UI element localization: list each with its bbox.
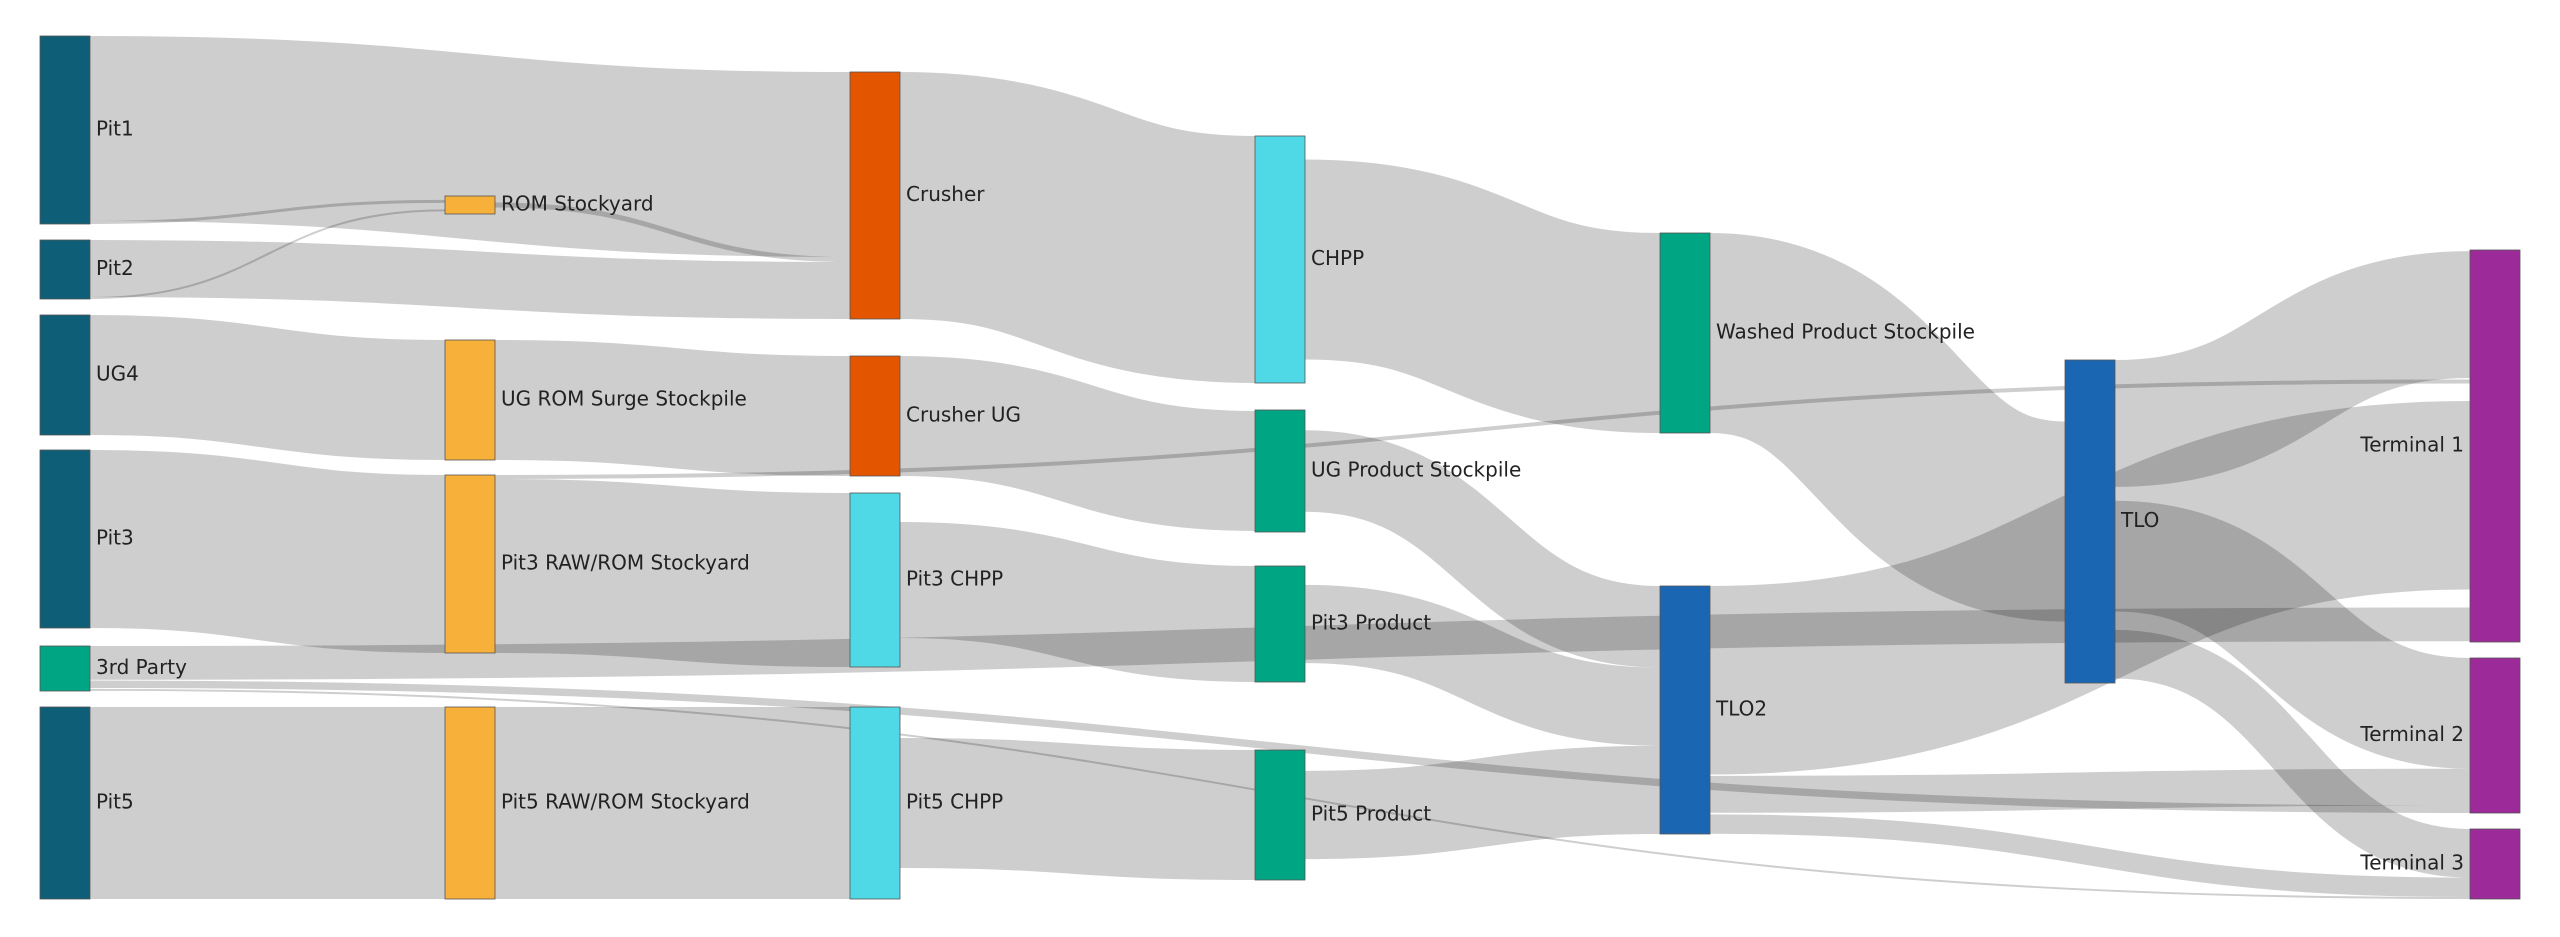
link-pit3-chpp-to-pit3-product <box>899 522 1256 682</box>
node-label-pit3-raw-rom-stockyard: Pit3 RAW/ROM Stockyard <box>501 551 750 575</box>
node-label-pit2: Pit2 <box>96 256 134 280</box>
node-label-pit5: Pit5 <box>96 790 134 814</box>
node-bar-pit3 <box>39 449 91 629</box>
node-label-crusher-ug: Crusher UG <box>906 403 1021 427</box>
node-label-pit1: Pit1 <box>96 117 134 141</box>
node-bar-ug-product-stockpile <box>1254 409 1306 533</box>
node-bar-pit5-product <box>1254 749 1306 881</box>
node-pit2: Pit2 <box>39 239 134 300</box>
node-label-tlo: TLO <box>2120 508 2159 532</box>
link-tlo2-to-terminal-3 <box>1709 814 2471 898</box>
link-washed-product-stockpile-to-tlo <box>1705 233 2070 622</box>
node-terminal-2: Terminal 2 <box>2359 657 2521 814</box>
link-pit3-raw-rom-stockyard-to-pit3-chpp <box>494 479 851 667</box>
link-pit1-to-rom-stockyard <box>89 199 446 224</box>
link-rom-stockyard-to-crusher <box>494 202 851 262</box>
node-ug-product-stockpile: UG Product Stockpile <box>1254 409 1521 533</box>
node-pit5: Pit5 <box>39 706 134 900</box>
node-bar-ug4 <box>39 314 91 436</box>
node-label-pit3: Pit3 <box>96 526 134 550</box>
link-tlo-to-terminal-3 <box>2114 629 2471 878</box>
node-label-pit5-chpp: Pit5 CHPP <box>906 790 1003 814</box>
node-bar-chpp <box>1254 135 1306 384</box>
link-pit5-product-to-tlo2 <box>1304 745 1661 860</box>
node-label-tlo2: TLO2 <box>1715 697 1767 721</box>
node-label-pit3-product: Pit3 Product <box>1311 611 1431 635</box>
node-crusher-ug: Crusher UG <box>849 355 1021 477</box>
node-bar-3rd-party <box>39 645 91 692</box>
node-label-ug4: UG4 <box>96 362 139 386</box>
node-label-chpp: CHPP <box>1311 246 1364 270</box>
node-pit3-chpp: Pit3 CHPP <box>849 492 1003 668</box>
node-bar-rom-stockyard <box>444 195 496 215</box>
node-label-pit5-raw-rom-stockyard: Pit5 RAW/ROM Stockyard <box>501 790 750 814</box>
link-pit1-to-crusher <box>89 36 851 257</box>
node-label-ug-product-stockpile: UG Product Stockpile <box>1311 458 1521 482</box>
node-ug4: UG4 <box>39 314 139 436</box>
node-label-washed-product-stockpile: Washed Product Stockpile <box>1716 320 1975 344</box>
node-pit5-raw-rom-stockyard: Pit5 RAW/ROM Stockyard <box>444 706 750 900</box>
node-label-3rd-party: 3rd Party <box>96 655 187 679</box>
node-washed-product-stockpile: Washed Product Stockpile <box>1659 232 1975 434</box>
node-bar-pit3-product <box>1254 565 1306 683</box>
link-pit3-product-to-tlo2 <box>1304 584 1661 746</box>
node-bar-terminal-3 <box>2469 828 2521 900</box>
link-pit5-chpp-to-pit5-product <box>899 738 1256 880</box>
node-label-crusher: Crusher <box>906 182 985 206</box>
node-label-pit5-product: Pit5 Product <box>1311 802 1431 826</box>
node-label-rom-stockyard: ROM Stockyard <box>501 192 654 216</box>
link-crusher-ug-to-ug-product-stockpile <box>899 356 1256 531</box>
node-terminal-3: Terminal 3 <box>2359 828 2521 900</box>
node-bar-pit2 <box>39 239 91 300</box>
link-tlo-to-terminal-1 <box>2113 251 2472 487</box>
link-ug-rom-surge-stockpile-to-crusher-ug <box>494 340 851 476</box>
node-label-terminal-1: Terminal 1 <box>2359 433 2464 457</box>
node-chpp: CHPP <box>1254 135 1364 384</box>
node-rom-stockyard: ROM Stockyard <box>444 192 654 216</box>
link-pit3-to-pit3-raw-rom-stockyard <box>89 450 446 653</box>
node-tlo2: TLO2 <box>1659 585 1767 835</box>
node-bar-terminal-1 <box>2469 249 2521 643</box>
node-bar-tlo2 <box>1659 585 1711 835</box>
node-bar-crusher <box>849 71 901 320</box>
node-3rd-party: 3rd Party <box>39 645 187 692</box>
node-pit3-product: Pit3 Product <box>1254 565 1431 683</box>
node-bar-washed-product-stockpile <box>1659 232 1711 434</box>
node-pit5-product: Pit5 Product <box>1254 749 1431 881</box>
node-bar-pit3-chpp <box>849 492 901 668</box>
node-bar-tlo <box>2064 359 2116 684</box>
link-ug4-to-ug-rom-surge-stockpile <box>89 315 446 460</box>
node-bar-ug-rom-surge-stockpile <box>444 339 496 461</box>
link-pit2-to-crusher <box>89 240 851 319</box>
node-bar-terminal-2 <box>2469 657 2521 814</box>
node-pit3: Pit3 <box>39 449 134 629</box>
node-bar-pit5-raw-rom-stockyard <box>444 706 496 900</box>
link-chpp-to-washed-product-stockpile <box>1303 159 1662 433</box>
node-tlo: TLO <box>2064 359 2159 684</box>
node-label-ug-rom-surge-stockpile: UG ROM Surge Stockpile <box>501 387 747 411</box>
node-label-terminal-2: Terminal 2 <box>2359 722 2464 746</box>
link-ug-product-stockpile-to-tlo2 <box>1303 430 1662 668</box>
node-crusher: Crusher <box>849 71 985 320</box>
node-terminal-1: Terminal 1 <box>2359 249 2521 643</box>
node-pit1: Pit1 <box>39 35 134 225</box>
node-bar-pit3-raw-rom-stockyard <box>444 474 496 654</box>
link-tlo-to-terminal-2 <box>2113 500 2472 769</box>
node-label-terminal-3: Terminal 3 <box>2359 851 2464 875</box>
node-bar-pit5 <box>39 706 91 900</box>
node-pit5-chpp: Pit5 CHPP <box>849 706 1003 900</box>
node-bar-pit5-chpp <box>849 706 901 900</box>
node-bar-crusher-ug <box>849 355 901 477</box>
node-pit3-raw-rom-stockyard: Pit3 RAW/ROM Stockyard <box>444 474 750 654</box>
node-label-pit3-chpp: Pit3 CHPP <box>906 567 1003 591</box>
node-ug-rom-surge-stockpile: UG ROM Surge Stockpile <box>444 339 747 461</box>
link-crusher-to-chpp <box>898 72 1257 383</box>
node-bar-pit1 <box>39 35 91 225</box>
